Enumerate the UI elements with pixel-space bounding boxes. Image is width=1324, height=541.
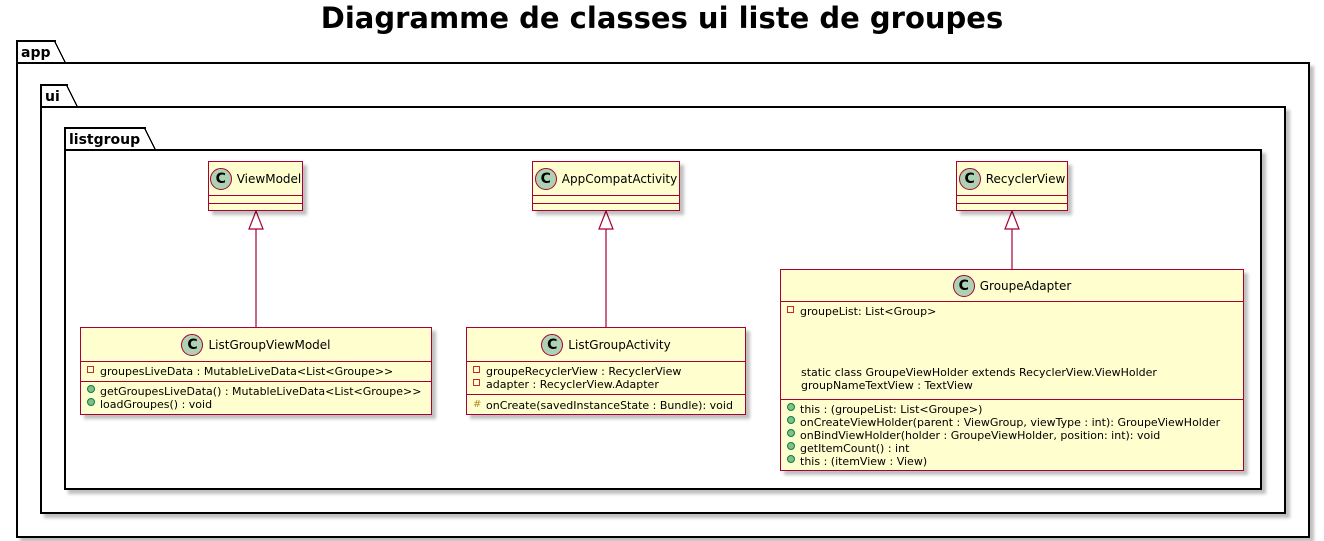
package-ui-label: ui [45, 89, 60, 105]
class-listgroupviewmodel: C ListGroupViewModel groupesLiveData : M… [80, 327, 432, 415]
method-row: loadGroupes() : void [87, 398, 425, 411]
class-viewmodel-name: ViewModel [236, 171, 302, 186]
class-recyclerview-fields [957, 196, 1067, 204]
diagram-title: Diagramme de classes ui liste de groupes [320, 1, 1004, 35]
field-row: groupesLiveData : MutableLiveData<List<G… [87, 365, 425, 378]
method-text: onCreate(savedInstanceState : Bundle): v… [486, 398, 733, 412]
package-listgroup-tab: listgroup [64, 127, 156, 151]
class-groupeadapter: C GroupeAdapter groupeList: List<Group> … [780, 269, 1244, 471]
class-viewmodel-fields [209, 196, 302, 204]
private-icon [787, 305, 797, 318]
field-row: groupeRecyclerView : RecyclerView [473, 365, 739, 378]
class-viewmodel-methods [209, 204, 302, 210]
inner-class-text: static class GroupeViewHolder extends Re… [801, 366, 1157, 379]
class-appcompatactivity: C AppCompatActivity [532, 161, 680, 211]
class-groupeadapter-header: C GroupeAdapter [781, 270, 1243, 302]
class-recyclerview-methods [957, 204, 1067, 210]
class-listgroupactivity-fields: groupeRecyclerView : RecyclerView adapte… [467, 362, 745, 395]
extends-arrowhead-appcompat [598, 209, 614, 230]
private-icon [473, 378, 483, 391]
public-icon [87, 398, 97, 411]
method-row: onCreateViewHolder(parent : ViewGroup, v… [787, 416, 1237, 429]
public-icon [787, 403, 797, 416]
class-appcompatactivity-methods [533, 204, 679, 210]
class-listgroupviewmodel-fields: groupesLiveData : MutableLiveData<List<G… [81, 362, 431, 382]
field-row: groupeList: List<Group> [787, 305, 1237, 318]
class-listgroupviewmodel-name: ListGroupViewModel [208, 337, 331, 352]
public-icon [787, 429, 797, 442]
package-app-label: app [21, 45, 51, 61]
class-recyclerview-name: RecyclerView [985, 171, 1066, 186]
class-listgroupviewmodel-header: C ListGroupViewModel [81, 328, 431, 362]
method-row: this : (itemView : View) [787, 455, 1237, 468]
class-appcompatactivity-fields [533, 196, 679, 204]
class-c-icon: C [541, 333, 564, 356]
private-icon [473, 365, 483, 378]
private-icon [87, 365, 97, 378]
method-text: loadGroupes() : void [100, 398, 213, 411]
field-text: groupeRecyclerView : RecyclerView [486, 365, 682, 378]
package-app-tab: app [16, 40, 66, 64]
public-icon [787, 455, 797, 468]
field-text: groupeList: List<Group> [800, 305, 937, 318]
method-text: getItemCount() : int [800, 442, 910, 455]
inner-class-row: static class GroupeViewHolder extends Re… [801, 366, 1157, 379]
method-row: onBindViewHolder(holder : GroupeViewHold… [787, 429, 1237, 442]
protected-icon [473, 398, 483, 412]
extends-arrowhead-viewmodel [248, 209, 264, 230]
class-c-icon: C [952, 274, 975, 297]
package-listgroup-label: listgroup [69, 132, 141, 148]
class-viewmodel-header: C ViewModel [209, 162, 302, 196]
class-recyclerview: C RecyclerView [956, 161, 1068, 211]
class-c-icon: C [209, 167, 232, 190]
class-listgroupviewmodel-methods: getGroupesLiveData() : MutableLiveData<L… [81, 382, 431, 414]
package-ui-tab: ui [40, 84, 78, 108]
method-row: getGroupesLiveData() : MutableLiveData<L… [87, 385, 425, 398]
method-row: getItemCount() : int [787, 442, 1237, 455]
public-icon [787, 416, 797, 429]
public-icon [787, 442, 797, 455]
inner-class-text: groupNameTextView : TextView [801, 379, 973, 392]
method-row: onCreate(savedInstanceState : Bundle): v… [473, 398, 739, 412]
inner-class-row: groupNameTextView : TextView [801, 379, 973, 392]
class-c-icon: C [534, 167, 557, 190]
class-listgroupactivity-header: C ListGroupActivity [467, 328, 745, 362]
class-c-icon: C [958, 167, 981, 190]
method-text: onCreateViewHolder(parent : ViewGroup, v… [800, 416, 1221, 429]
class-groupeadapter-fields: groupeList: List<Group> static class Gro… [781, 302, 1243, 400]
public-icon [87, 385, 97, 398]
field-row: adapter : RecyclerView.Adapter [473, 378, 739, 391]
class-groupeadapter-methods: this : (groupeList: List<Groupe>) onCrea… [781, 400, 1243, 471]
class-listgroupactivity-methods: onCreate(savedInstanceState : Bundle): v… [467, 395, 745, 415]
method-text: getGroupesLiveData() : MutableLiveData<L… [100, 385, 422, 398]
method-text: this : (groupeList: List<Groupe>) [800, 403, 983, 416]
class-groupeadapter-name: GroupeAdapter [979, 278, 1072, 293]
class-appcompatactivity-name: AppCompatActivity [561, 171, 678, 186]
method-row: this : (groupeList: List<Groupe>) [787, 403, 1237, 416]
field-text: adapter : RecyclerView.Adapter [486, 378, 659, 391]
class-listgroupactivity: C ListGroupActivity groupeRecyclerView :… [466, 327, 746, 415]
extends-arrowhead-recyclerview [1004, 209, 1020, 230]
class-recyclerview-header: C RecyclerView [957, 162, 1067, 196]
class-listgroupactivity-name: ListGroupActivity [568, 337, 671, 352]
class-c-icon: C [181, 333, 204, 356]
method-text: onBindViewHolder(holder : GroupeViewHold… [800, 429, 1161, 442]
class-viewmodel: C ViewModel [208, 161, 303, 211]
method-text: this : (itemView : View) [800, 455, 928, 468]
field-text: groupesLiveData : MutableLiveData<List<G… [100, 365, 394, 378]
class-appcompatactivity-header: C AppCompatActivity [533, 162, 679, 196]
